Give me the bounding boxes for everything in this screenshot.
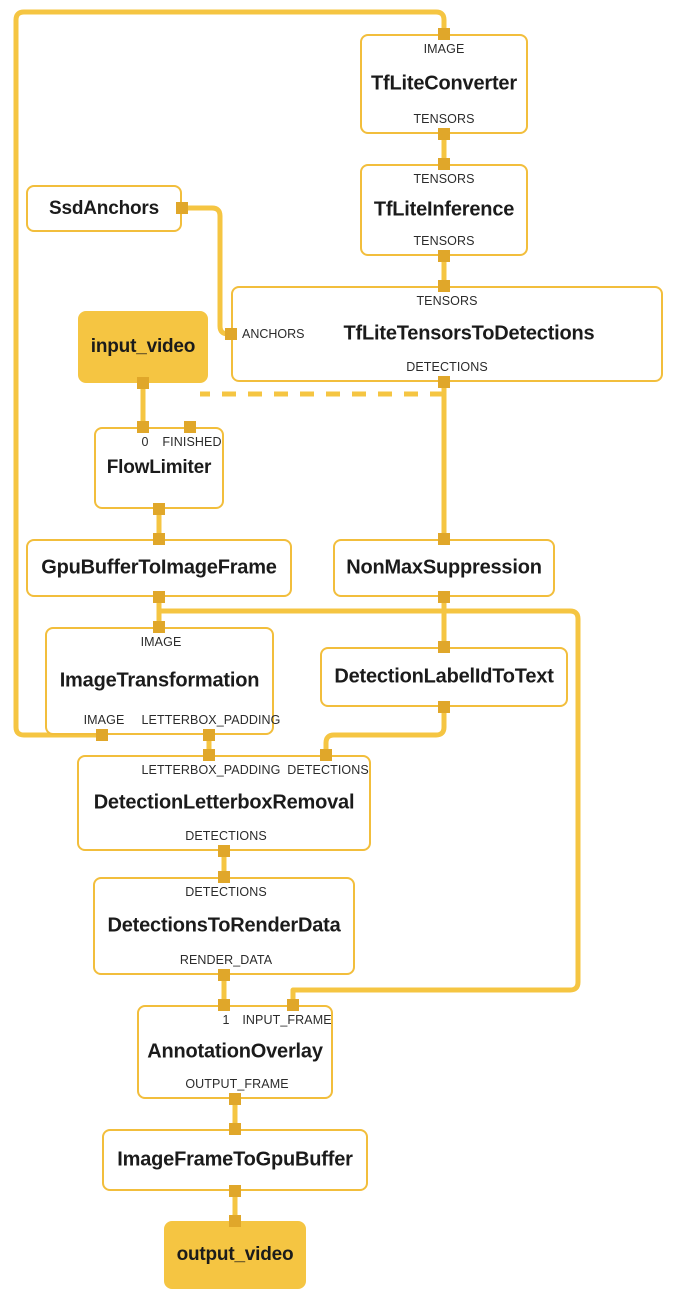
node-imagetransformation[interactable]: IMAGE ImageTransformation IMAGE LETTERBO… [45,627,280,735]
port-label-detections-in: DETECTIONS [287,763,369,777]
node-title: FlowLimiter [106,457,212,478]
node-title: input_video [90,336,196,357]
port-dot-tensorstodetections-tensors-in[interactable] [438,280,450,292]
node-title: TfLiteConverter [371,72,517,95]
port-label-detections-out: DETECTIONS [185,829,267,843]
node-title: output_video [176,1244,294,1265]
port-dot-outputvideo-in[interactable] [229,1215,241,1227]
node-title: NonMaxSuppression [346,556,542,579]
node-nonmaxsuppression[interactable]: NonMaxSuppression [333,539,555,597]
port-dot-flowlimiter-out[interactable] [153,503,165,515]
port-label-tensors-out: TENSORS [413,112,475,126]
node-detectionlabelidtotext[interactable]: DetectionLabelIdToText [320,647,568,707]
port-label-image-in: IMAGE [423,42,465,56]
node-title: DetectionLabelIdToText [334,665,554,688]
edge-imagetransformation-to-tfliteconverter [13,9,447,738]
port-dot-ssdanchors-out[interactable] [176,202,188,214]
port-label-tensors-in: TENSORS [416,294,478,308]
edge-ssdanchors-to-anchors [182,205,231,337]
port-label-detections-out: DETECTIONS [406,360,488,374]
port-dot-flowlimiter-0-in[interactable] [137,421,149,433]
port-dot-annotationoverlay-out[interactable] [229,1093,241,1105]
port-dot-nonmaxsuppression-in[interactable] [438,533,450,545]
port-label-tensors-out: TENSORS [413,234,475,248]
node-detectionletterboxremoval[interactable]: LETTERBOX_PADDING DETECTIONS DetectionLe… [77,755,371,851]
port-dot-letterboxremoval-padding-in[interactable] [203,749,215,761]
port-dot-annotationoverlay-inputframe-in[interactable] [287,999,299,1011]
port-dot-gpubuffertoimageframe-out[interactable] [153,591,165,603]
port-dot-tfliteconverter-out[interactable] [438,128,450,140]
edge-labelidtotext-to-letterboxremoval [323,707,447,755]
port-dot-letterboxremoval-detections-in[interactable] [320,749,332,761]
node-title: ImageFrameToGpuBuffer [117,1148,353,1171]
port-dot-tfliteconverter-in[interactable] [438,28,450,40]
port-dot-tensorstodetections-anchors-in[interactable] [225,328,237,340]
port-dot-annotationoverlay-1-in[interactable] [218,999,230,1011]
port-dot-tfliteinference-out[interactable] [438,250,450,262]
node-title: TfLiteTensorsToDetections [343,322,595,345]
node-tfliteconverter[interactable]: IMAGE TfLiteConverter TENSORS [360,34,528,134]
port-label-letterboxpadding-out: LETTERBOX_PADDING [141,713,281,727]
port-label-letterboxpadding-in: LETTERBOX_PADDING [141,763,281,777]
port-dot-detectionstorenderdata-out[interactable] [218,969,230,981]
node-tflitetensorstodetections[interactable]: TENSORS ANCHORS TfLiteTensorsToDetection… [231,286,663,382]
port-dot-imageframetogpubuffer-in[interactable] [229,1123,241,1135]
port-dot-imagetransformation-letterbox-out[interactable] [203,729,215,741]
node-title: DetectionLetterboxRemoval [93,791,355,814]
node-title: TfLiteInference [373,198,515,221]
port-label-image-in: IMAGE [140,635,182,649]
node-flowlimiter[interactable]: 0 FINISHED FlowLimiter [94,427,224,509]
node-title: DetectionsToRenderData [107,914,341,937]
port-label-outputframe-out: OUTPUT_FRAME [185,1077,289,1091]
port-label-image-out: IMAGE [83,713,125,727]
node-title: SsdAnchors [49,197,159,219]
port-dot-flowlimiter-finished-in[interactable] [184,421,196,433]
port-label-anchors-in: ANCHORS [242,327,305,341]
port-label-inputframe-in: INPUT_FRAME [242,1013,332,1027]
port-dot-gpubuffertoimageframe-in[interactable] [153,533,165,545]
port-dot-imagetransformation-in[interactable] [153,621,165,633]
port-label-0-in: 0 [141,435,149,449]
port-dot-letterboxremoval-out[interactable] [218,845,230,857]
port-label-detections-in: DETECTIONS [185,885,267,899]
port-dot-tfliteinference-in[interactable] [438,158,450,170]
port-label-renderdata-out: RENDER_DATA [179,953,273,967]
node-detectionstorenderdata[interactable]: DETECTIONS DetectionsToRenderData RENDER… [93,877,355,975]
port-dot-detectionstorenderdata-in[interactable] [218,871,230,883]
node-tfliteinference[interactable]: TENSORS TfLiteInference TENSORS [360,164,528,256]
node-title: ImageTransformation [59,669,260,692]
port-dot-nonmaxsuppression-out[interactable] [438,591,450,603]
port-dot-inputvideo-out[interactable] [137,377,149,389]
port-dot-detectionlabelidtotext-out[interactable] [438,701,450,713]
port-label-finished-in: FINISHED [162,435,222,449]
node-input-video[interactable]: input_video [78,311,208,383]
port-dot-imageframetogpubuffer-out[interactable] [229,1185,241,1197]
port-dot-tensorstodetections-out[interactable] [438,376,450,388]
port-label-tensors-in: TENSORS [413,172,475,186]
node-title: AnnotationOverlay [147,1040,323,1063]
node-output-video[interactable]: output_video [164,1221,306,1289]
node-title: GpuBufferToImageFrame [41,556,277,579]
port-dot-detectionlabelidtotext-in[interactable] [438,641,450,653]
edge-gpubuffer-to-annotationoverlay [159,608,581,1005]
port-label-1-in: 1 [222,1013,230,1027]
node-gpubuffertoimageframe[interactable]: GpuBufferToImageFrame [26,539,292,597]
port-dot-imagetransformation-image-out[interactable] [96,729,108,741]
node-ssdanchors[interactable]: SsdAnchors [26,185,182,232]
node-imageframetogpubuffer[interactable]: ImageFrameToGpuBuffer [102,1129,368,1191]
node-annotationoverlay[interactable]: 1 INPUT_FRAME AnnotationOverlay OUTPUT_F… [137,1005,333,1099]
